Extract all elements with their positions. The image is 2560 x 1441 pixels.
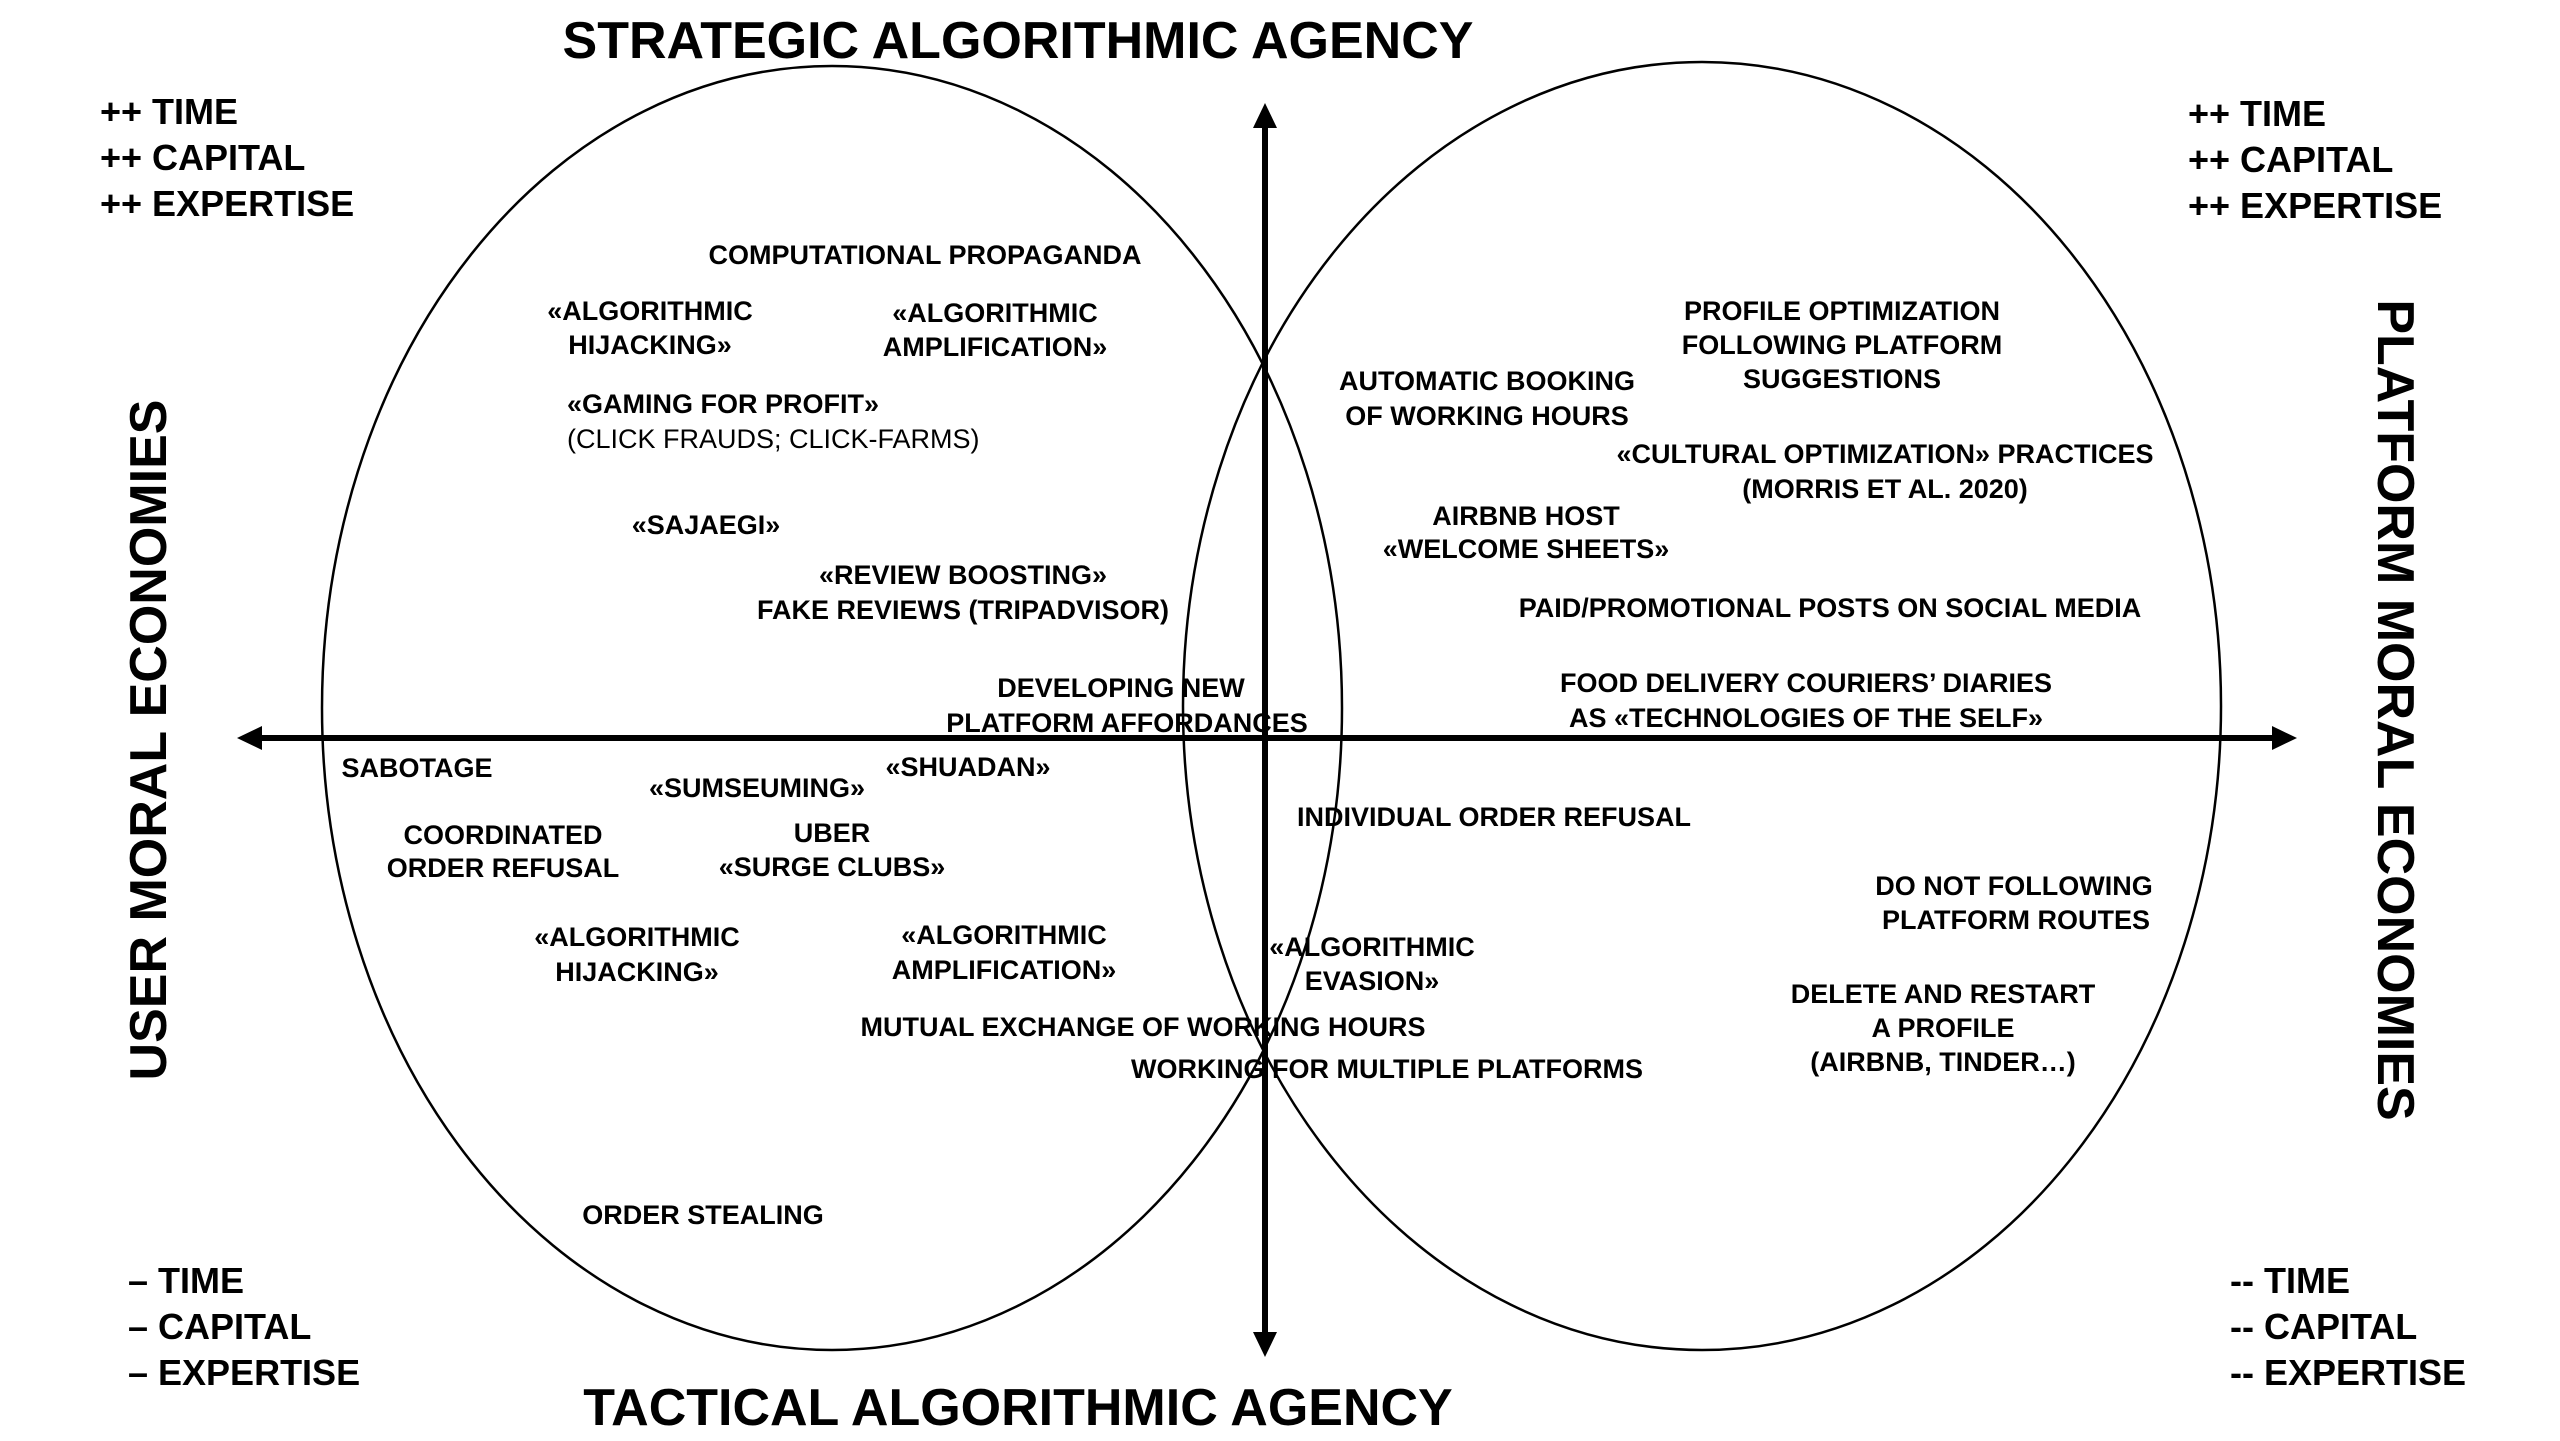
corner-line: ++ CAPITAL <box>2188 139 2393 180</box>
label-line: FOOD DELIVERY COURIERS’ DIARIES <box>1560 668 2052 698</box>
corner-line: ++ CAPITAL <box>100 137 305 178</box>
up-arrowhead <box>1253 103 1277 128</box>
label-food-delivery: FOOD DELIVERY COURIERS’ DIARIES AS «TECH… <box>1560 668 2052 733</box>
label-line: (AIRBNB, TINDER…) <box>1810 1047 2075 1077</box>
label-line: (MORRIS ET AL. 2020) <box>1742 474 2028 504</box>
label-line: COORDINATED <box>404 820 603 850</box>
label-computational-propaganda: COMPUTATIONAL PROPAGANDA <box>709 240 1142 270</box>
left-ellipse <box>320 64 1344 1352</box>
label-mutual-exchange: MUTUAL EXCHANGE OF WORKING HOURS <box>861 1012 1426 1042</box>
label-coordinated-refusal: COORDINATED ORDER REFUSAL <box>387 820 620 883</box>
corner-bottom-left: – TIME – CAPITAL – EXPERTISE <box>128 1260 360 1393</box>
label-line: AUTOMATIC BOOKING <box>1339 366 1635 396</box>
label-line: AMPLIFICATION» <box>883 332 1108 362</box>
label-line: SUGGESTIONS <box>1743 364 1941 394</box>
label-line: DEVELOPING NEW <box>997 673 1245 703</box>
label-algorithmic-hijacking-bottom: «ALGORITHMIC HIJACKING» <box>534 922 740 987</box>
label-line: FAKE REVIEWS (TRIPADVISOR) <box>757 595 1169 625</box>
label-line: «WELCOME SHEETS» <box>1383 534 1670 564</box>
label-algorithmic-amplification-top: «ALGORITHMIC AMPLIFICATION» <box>883 298 1108 362</box>
down-arrowhead <box>1253 1332 1277 1357</box>
label-line: «REVIEW BOOSTING» <box>819 560 1107 590</box>
label-profile-optimization: PROFILE OPTIMIZATION FOLLOWING PLATFORM … <box>1682 296 2002 394</box>
label-line: AS «TECHNOLOGIES OF THE SELF» <box>1569 703 2043 733</box>
label-sabotage: SABOTAGE <box>341 753 492 783</box>
label-line: «ALGORITHMIC <box>901 920 1107 950</box>
label-line: «ALGORITHMIC <box>1269 932 1475 962</box>
corner-line: ++ EXPERTISE <box>100 183 354 224</box>
label-line: «SURGE CLUBS» <box>719 852 946 882</box>
label-review-boosting: «REVIEW BOOSTING» FAKE REVIEWS (TRIPADVI… <box>757 560 1169 625</box>
label-gaming-for-profit: «GAMING FOR PROFIT» <box>567 389 879 419</box>
label-click-frauds: (CLICK FRAUDS; CLICK-FARMS) <box>567 424 980 454</box>
axis-title-bottom: TACTICAL ALGORITHMIC AGENCY <box>583 1379 1453 1437</box>
corner-line: -- CAPITAL <box>2230 1306 2417 1347</box>
axis-title-left: USER MORAL ECONOMIES <box>120 400 178 1081</box>
label-uber-surge: UBER «SURGE CLUBS» <box>719 818 946 882</box>
label-multiple-platforms: WORKING FOR MULTIPLE PLATFORMS <box>1131 1054 1643 1084</box>
corner-line: -- TIME <box>2230 1260 2350 1301</box>
label-sumseuming: «SUMSEUMING» <box>649 773 865 803</box>
label-line: OF WORKING HOURS <box>1345 401 1629 431</box>
label-delete-restart: DELETE AND RESTART A PROFILE (AIRBNB, TI… <box>1791 979 2096 1077</box>
label-line: FOLLOWING PLATFORM <box>1682 330 2002 360</box>
label-algorithmic-amplification-bottom: «ALGORITHMIC AMPLIFICATION» <box>892 920 1117 985</box>
corner-line: – TIME <box>128 1260 244 1301</box>
corner-line: ++ TIME <box>2188 93 2326 134</box>
corner-top-right: ++ TIME ++ CAPITAL ++ EXPERTISE <box>2188 93 2442 226</box>
left-arrowhead <box>237 726 262 750</box>
label-line: DELETE AND RESTART <box>1791 979 2096 1009</box>
corner-line: ++ EXPERTISE <box>2188 185 2442 226</box>
label-line: AMPLIFICATION» <box>892 955 1117 985</box>
label-line: «ALGORITHMIC <box>534 922 740 952</box>
label-algorithmic-evasion: «ALGORITHMIC EVASION» <box>1269 932 1475 996</box>
label-cultural-optimization: «CULTURAL OPTIMIZATION» PRACTICES (MORRI… <box>1616 439 2153 504</box>
axis-title-top: STRATEGIC ALGORITHMIC AGENCY <box>563 12 1474 70</box>
label-not-following-routes: DO NOT FOLLOWING PLATFORM ROUTES <box>1875 871 2152 935</box>
corner-top-left: ++ TIME ++ CAPITAL ++ EXPERTISE <box>100 91 354 224</box>
corner-line: – CAPITAL <box>128 1306 311 1347</box>
label-line: AIRBNB HOST <box>1432 501 1620 531</box>
label-line: HIJACKING» <box>568 330 732 360</box>
vertical-axis <box>1253 103 1277 1357</box>
corner-bottom-right: -- TIME -- CAPITAL -- EXPERTISE <box>2230 1260 2466 1393</box>
label-line: DO NOT FOLLOWING <box>1875 871 2152 901</box>
label-developing-affordances: DEVELOPING NEW PLATFORM AFFORDANCES <box>946 673 1307 738</box>
axis-title-right: PLATFORM MORAL ECONOMIES <box>2366 299 2424 1120</box>
label-line: PLATFORM AFFORDANCES <box>946 708 1307 738</box>
label-automatic-booking: AUTOMATIC BOOKING OF WORKING HOURS <box>1339 366 1635 431</box>
label-line: A PROFILE <box>1871 1013 2014 1043</box>
corner-line: ++ TIME <box>100 91 238 132</box>
label-line: «CULTURAL OPTIMIZATION» PRACTICES <box>1616 439 2153 469</box>
label-algorithmic-hijacking-top: «ALGORITHMIC HIJACKING» <box>547 296 753 360</box>
corner-line: – EXPERTISE <box>128 1352 360 1393</box>
label-line: EVASION» <box>1305 966 1440 996</box>
label-line: UBER <box>794 818 871 848</box>
label-airbnb-host: AIRBNB HOST «WELCOME SHEETS» <box>1383 501 1670 564</box>
label-line: HIJACKING» <box>555 957 719 987</box>
label-sajaegi: «SAJAEGI» <box>632 510 781 540</box>
label-shuadan: «SHUADAN» <box>885 752 1050 782</box>
corner-line: -- EXPERTISE <box>2230 1352 2466 1393</box>
label-order-stealing: ORDER STEALING <box>582 1200 824 1230</box>
label-line: ORDER REFUSAL <box>387 853 620 883</box>
label-line: «ALGORITHMIC <box>892 298 1098 328</box>
right-arrowhead <box>2272 726 2297 750</box>
label-line: PROFILE OPTIMIZATION <box>1684 296 2000 326</box>
label-line: «ALGORITHMIC <box>547 296 753 326</box>
label-paid-posts: PAID/PROMOTIONAL POSTS ON SOCIAL MEDIA <box>1519 593 2142 623</box>
right-ellipse <box>1181 60 2223 1352</box>
label-individual-refusal: INDIVIDUAL ORDER REFUSAL <box>1297 802 1691 832</box>
label-line: PLATFORM ROUTES <box>1882 905 2150 935</box>
